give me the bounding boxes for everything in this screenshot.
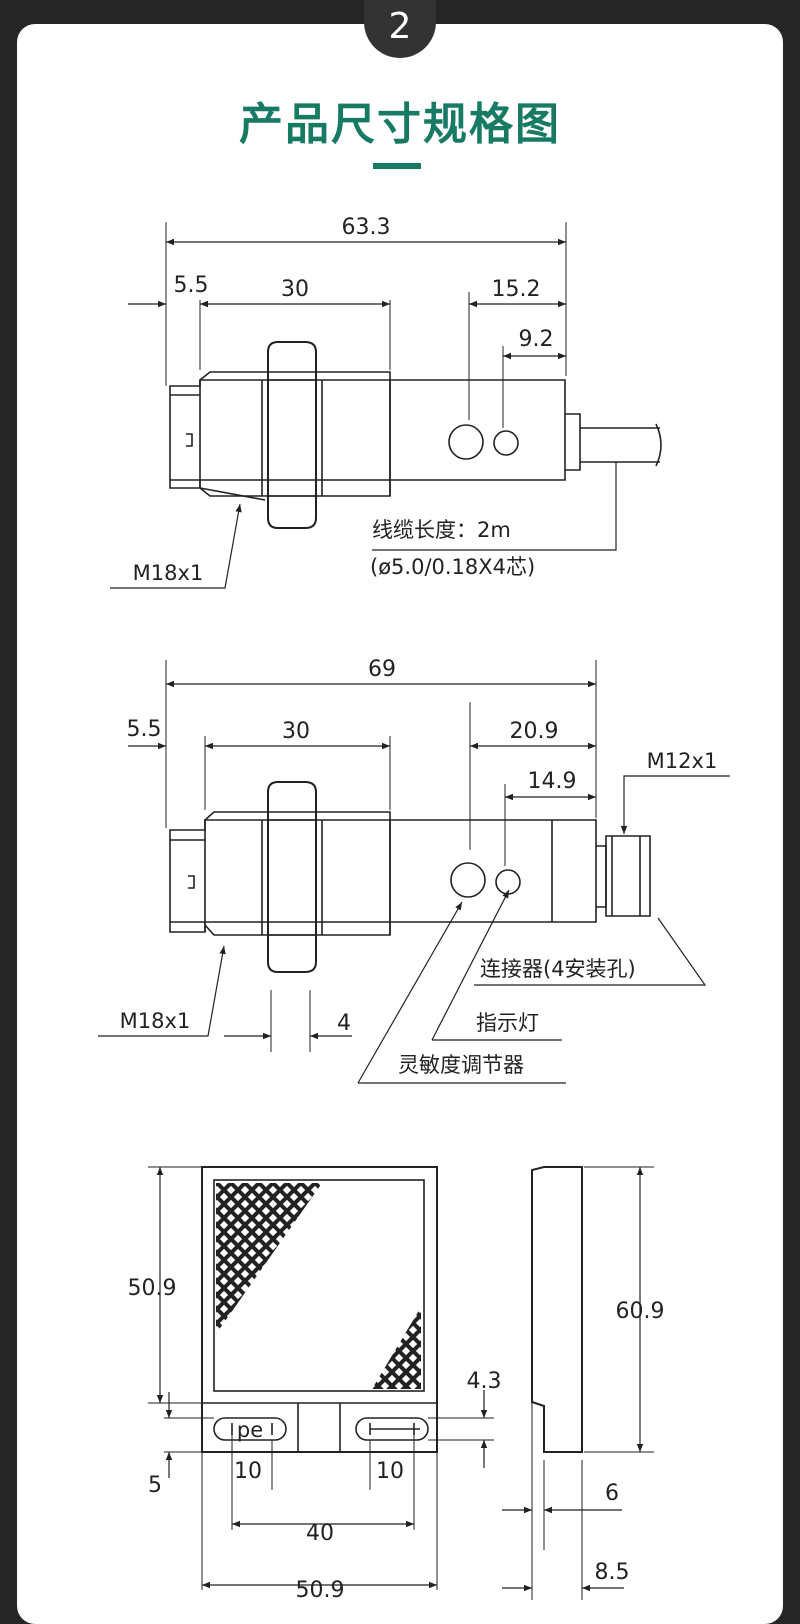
dim-rear-a-d1: 15.2 [492, 277, 541, 302]
dim-thread-d2: 30 [282, 719, 310, 744]
dim-nut-d2: 4 [337, 1011, 351, 1036]
title-underline [373, 163, 421, 169]
dim-reflector-width: 50.9 [296, 1578, 345, 1603]
dim-thread-d1: 30 [281, 277, 309, 302]
connector-label: 连接器(4安装孔) [480, 957, 636, 981]
sensor-drawing-connector [98, 660, 730, 1084]
step-badge: 2 [364, 0, 436, 58]
dim-thickness-b: 8.5 [595, 1560, 630, 1585]
dim-slot-left: 10 [234, 1459, 262, 1484]
cable-spec-label: (ø5.0/0.18X4芯) [370, 555, 535, 579]
sensitivity-label: 灵敏度调节器 [398, 1053, 524, 1077]
dim-reflector-height: 50.9 [128, 1276, 177, 1301]
dim-total-d1: 63.3 [342, 215, 391, 240]
page-title: 产品尺寸规格图 [239, 99, 561, 150]
dim-slot-pitch: 40 [306, 1521, 334, 1546]
dim-rear-a-d2: 20.9 [510, 719, 559, 744]
dim-reflector-total-height: 60.9 [616, 1299, 665, 1324]
thread-label-d2: M18x1 [120, 1009, 191, 1033]
connector-thread-label: M12x1 [647, 749, 718, 773]
dim-front-d2: 5.5 [127, 717, 162, 742]
reflector-drawing [148, 1166, 654, 1600]
dim-rear-b-d2: 14.9 [528, 769, 577, 794]
sensor-drawing-cable [110, 222, 662, 589]
indicator-label: 指示灯 [476, 1011, 539, 1035]
dim-total-d2: 69 [368, 657, 396, 682]
dim-slot-right: 10 [376, 1459, 404, 1484]
slot-text: pe [237, 1418, 263, 1442]
dim-rear-b-d1: 9.2 [519, 327, 554, 352]
thread-label-d1: M18x1 [133, 561, 204, 585]
cable-length-label: 线缆长度：2m [372, 518, 511, 542]
dim-front-d1: 5.5 [174, 273, 209, 298]
dim-slot-offset: 5 [148, 1473, 162, 1498]
dim-thickness-a: 6 [605, 1481, 619, 1506]
dim-slot-height: 4.3 [467, 1369, 502, 1394]
